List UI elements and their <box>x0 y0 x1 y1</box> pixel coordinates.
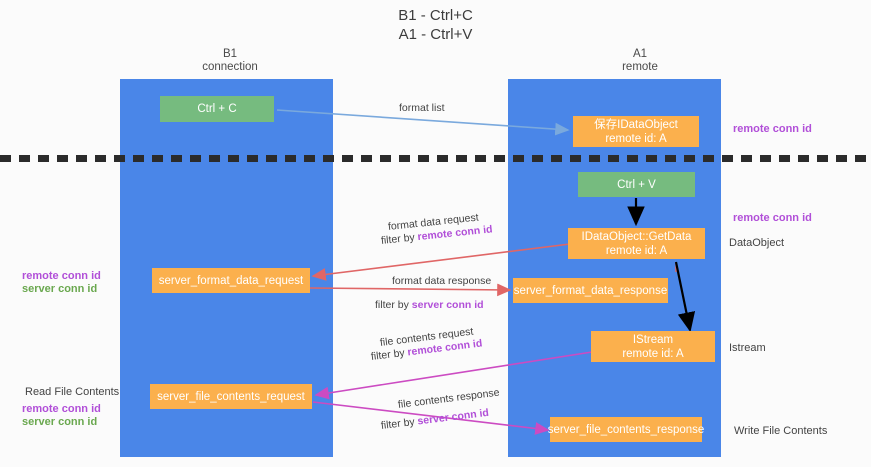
box-server-file-contents-request[interactable]: server_file_contents_request <box>150 384 312 409</box>
box-server-file-contents-request-label: server_file_contents_request <box>157 390 305 403</box>
annotation-istream: Istream <box>729 342 766 354</box>
annotation-write-file-contents: Write File Contents <box>734 425 828 437</box>
box-idataobject-getdata-line1: IDataObject::GetData <box>581 230 692 243</box>
box-ctrl-v[interactable]: Ctrl + V <box>578 172 695 197</box>
annotation-left-remote-conn-id: remote conn id <box>22 270 101 282</box>
box-server-format-data-request-label: server_format_data_request <box>158 274 304 287</box>
filter-prefix: filter by <box>380 231 419 247</box>
box-istream-line2: remote id: A <box>622 347 684 360</box>
filter-prefix: filter by <box>370 346 409 363</box>
filter-prefix: filter by <box>375 299 412 311</box>
filter-key-server-conn-id: server conn id <box>411 299 484 311</box>
box-ctrl-c[interactable]: Ctrl + C <box>160 96 274 122</box>
annotation-left-server-conn-id: server conn id <box>22 283 98 295</box>
annotation-read-file-contents: Read File Contents <box>25 386 120 398</box>
title-line-1: B1 - Ctrl+C <box>398 7 473 24</box>
box-istream[interactable]: IStream remote id: A <box>591 331 715 362</box>
edge-label-format-data-response-filter: filter by server conn id <box>375 298 484 312</box>
box-server-format-data-response[interactable]: server_format_data_response <box>513 278 668 303</box>
box-remote-dataobject-line1: 保存IDataObject <box>594 118 678 131</box>
box-server-file-contents-response-label: server_file_contents_response <box>547 423 705 436</box>
box-remote-dataobject-line2: remote id: A <box>605 132 667 145</box>
annotation-remote-conn-id-mid: remote conn id <box>733 212 812 224</box>
box-idataobject-getdata[interactable]: IDataObject::GetData remote id: A <box>568 228 705 259</box>
box-ctrl-v-label: Ctrl + V <box>617 178 656 191</box>
column-header-a1-role: remote <box>622 61 658 73</box>
edge-label-format-data-response: format data response <box>392 274 491 288</box>
edge-label-file-contents-response-filter: filter by server conn id <box>380 406 489 433</box>
box-idataobject-getdata-line2: remote id: A <box>605 244 668 257</box>
annotation-dataobject: DataObject <box>729 237 785 249</box>
edge-label-format-data-response-text: format data response <box>392 275 492 287</box>
column-header-b1-name: B1 <box>222 48 238 60</box>
box-server-file-contents-response[interactable]: server_file_contents_response <box>547 417 705 442</box>
column-header-a1: A1 remote <box>560 48 720 74</box>
column-header-b1: B1 connection <box>150 48 310 74</box>
title-line-2: A1 - Ctrl+V <box>398 26 473 43</box>
diagram-title: B1 - Ctrl+C A1 - Ctrl+V <box>0 6 871 44</box>
edge-label-format-list-text: format list <box>399 102 445 114</box>
annotation-remote-conn-id-top: remote conn id <box>733 123 812 135</box>
edge-label-format-list: format list <box>399 101 445 115</box>
box-remote-dataobject[interactable]: 保存IDataObject remote id: A <box>573 116 699 147</box>
annotation-left-remote-conn-id-2: remote conn id <box>22 403 101 415</box>
column-header-a1-name: A1 <box>632 48 648 60</box>
box-istream-line1: IStream <box>632 333 674 346</box>
box-server-format-data-response-label: server_format_data_response <box>513 284 668 297</box>
box-server-format-data-request[interactable]: server_format_data_request <box>152 268 310 293</box>
box-ctrl-c-label: Ctrl + C <box>197 103 237 115</box>
annotation-left-server-conn-id-2: server conn id <box>22 416 98 428</box>
column-header-b1-role: connection <box>202 61 258 73</box>
phase-separator-dashed-line <box>0 155 871 162</box>
filter-key-server-conn-id: server conn id <box>416 406 490 428</box>
filter-prefix: filter by <box>380 415 419 432</box>
